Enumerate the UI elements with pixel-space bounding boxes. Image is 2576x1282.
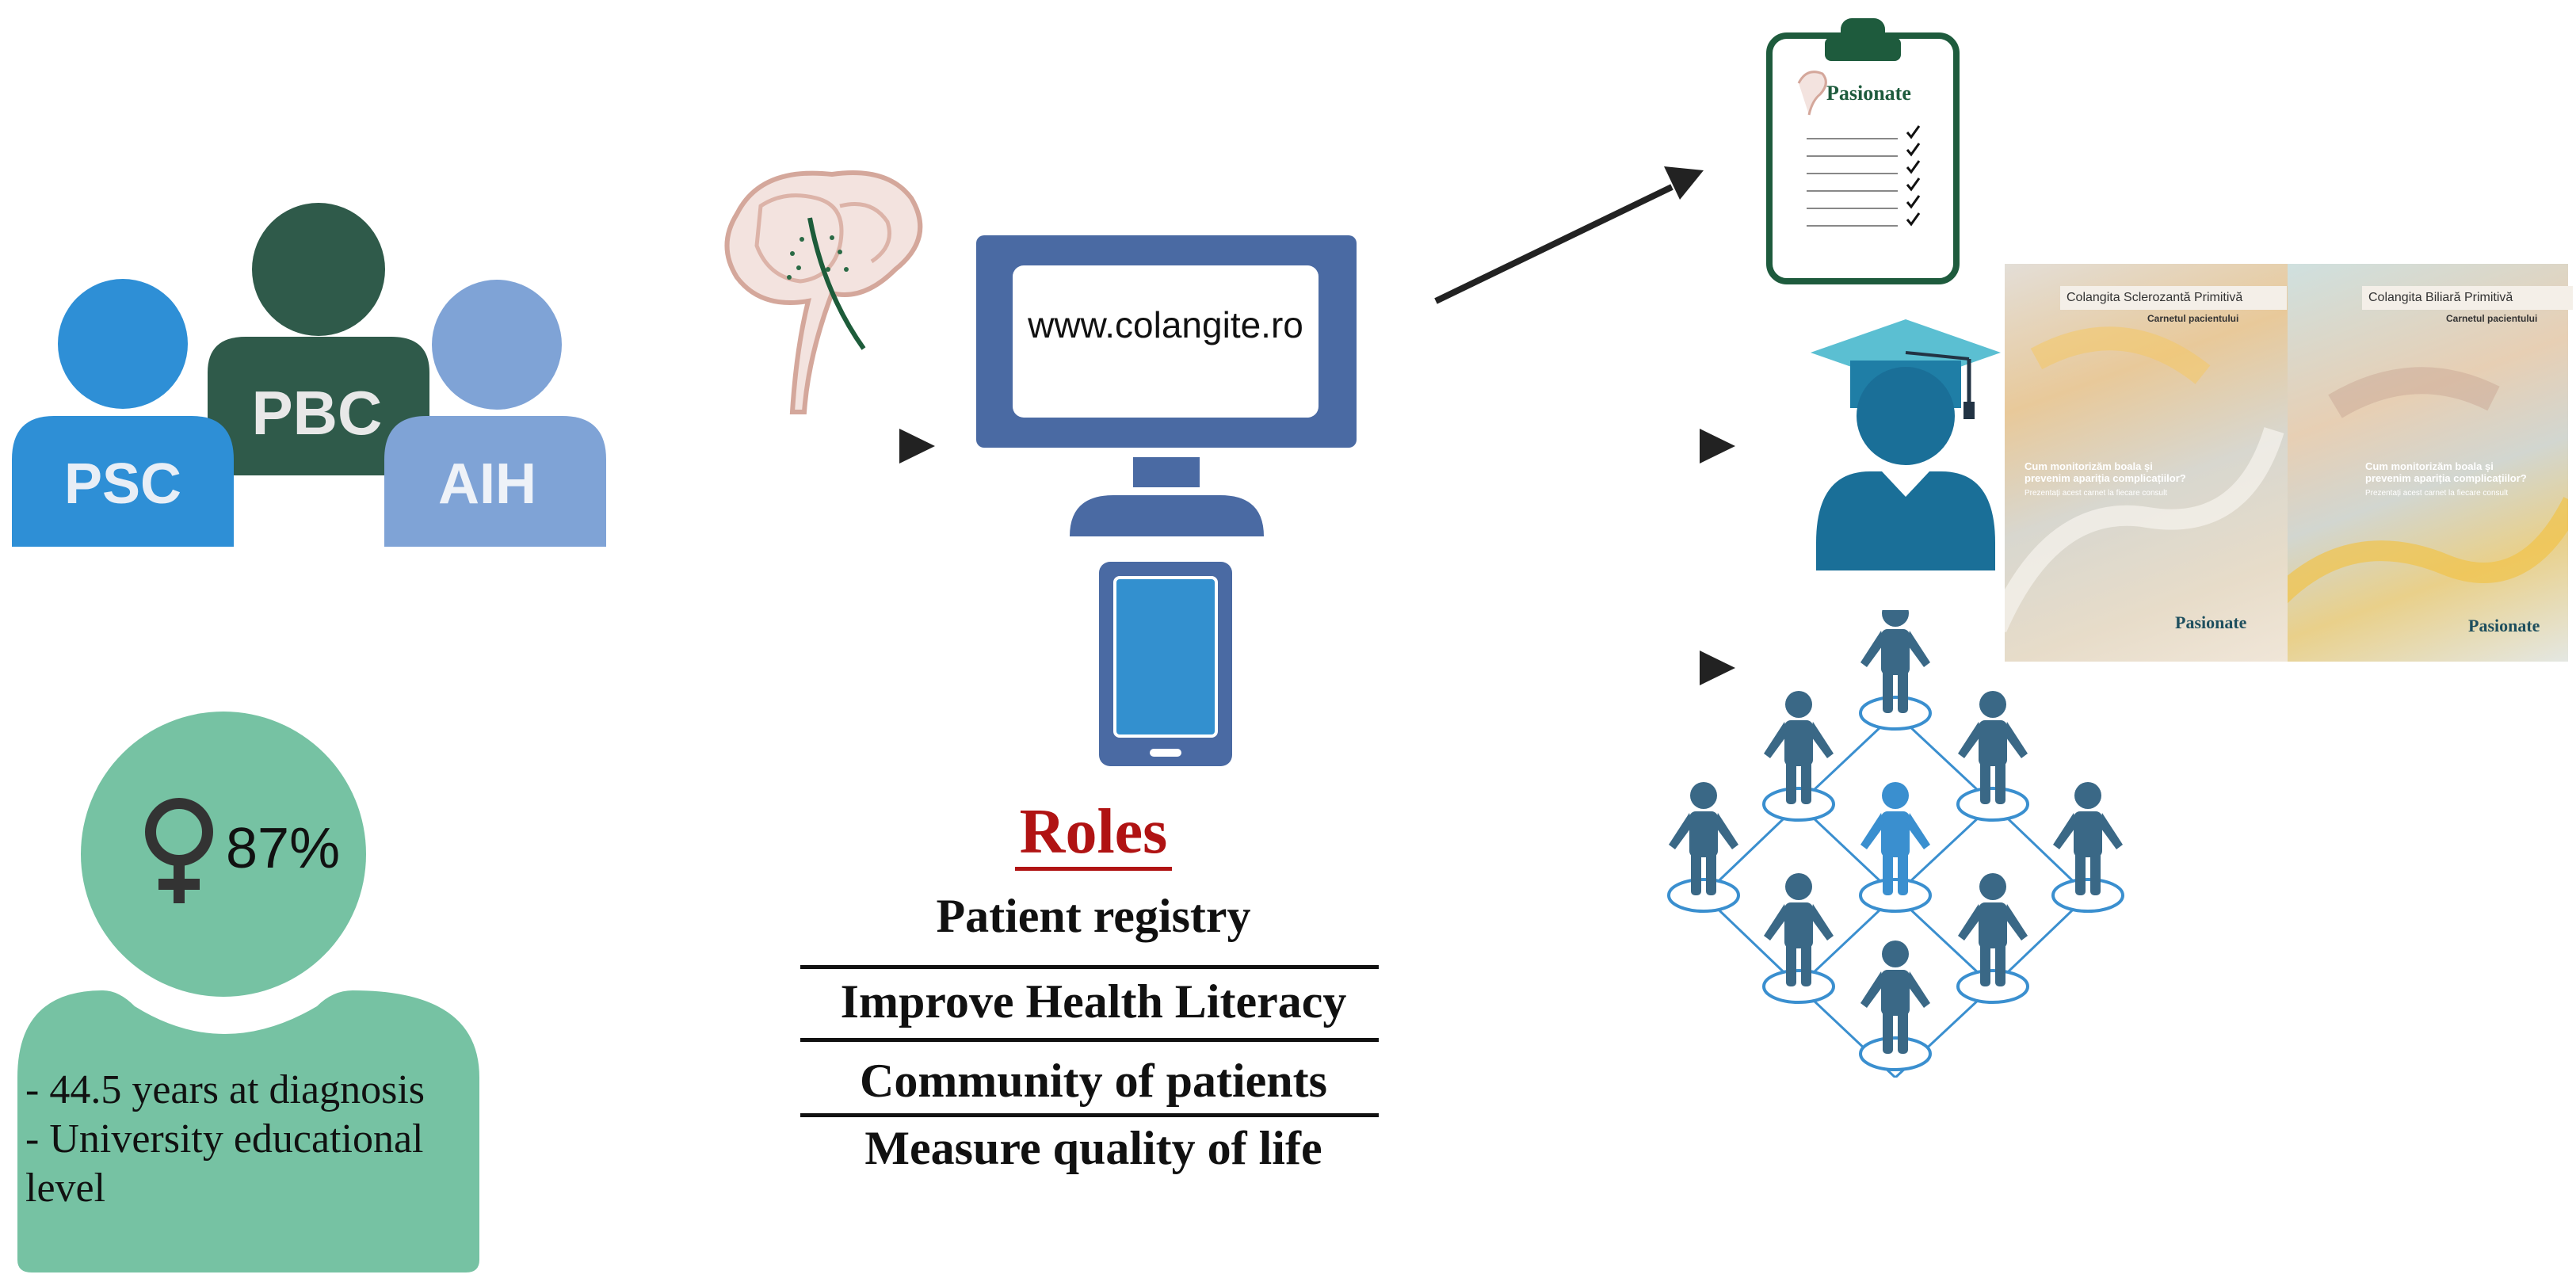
psc-label: PSC <box>63 452 182 516</box>
booklets-image: Colangita Sclerozantă Primitivă Carnetul… <box>2005 264 2573 662</box>
booklet-pbc-note: Prezentați acest carnet la fiecare consu… <box>2365 489 2509 498</box>
roles-divider <box>800 965 1379 969</box>
booklet-psc-swirl <box>2005 326 2284 633</box>
booklet-pbc-heading: Cum monitorizăm boala și prevenim apariț… <box>2365 460 2527 484</box>
check-icons <box>1906 125 1921 227</box>
booklet-pbc-swirl <box>2288 367 2568 604</box>
disease-groups-icon <box>12 203 606 547</box>
role-health-literacy: Improve Health Literacy <box>840 975 1347 1028</box>
graduate-icon <box>1811 319 2001 570</box>
roles-divider <box>800 1038 1379 1042</box>
booklet-psc-note: Prezentați acest carnet la fiecare consu… <box>2025 489 2168 498</box>
demographics-person-icon <box>17 712 479 1272</box>
arrow-to-community <box>1436 651 1735 685</box>
patient-network-icon <box>1667 610 2124 1078</box>
monitor-icon <box>976 235 1357 536</box>
booklet-pbc: Colangita Biliară Primitivă Carnetul pac… <box>2288 264 2573 662</box>
roles-divider <box>800 1113 1379 1117</box>
aih-label: AIH <box>438 452 536 516</box>
booklet-psc-subtitle: Carnetul pacientului <box>2147 313 2239 324</box>
female-symbol-icon <box>145 798 213 903</box>
network-rings <box>1667 696 2124 1071</box>
fact-education: - University educational <box>25 1116 424 1162</box>
roles-title: Roles <box>792 796 1395 871</box>
fact-education-cont: level <box>25 1166 106 1211</box>
booklet-pbc-subtitle: Carnetul pacientului <box>2446 313 2538 324</box>
arrow-to-education <box>1436 429 1735 464</box>
fact-age: - 44.5 years at diagnosis <box>25 1067 426 1112</box>
arrow-to-registry <box>1434 166 1704 304</box>
booklet-psc-heading: Cum monitorizăm boala și prevenim apariț… <box>2025 460 2186 484</box>
website-url[interactable]: www.colangite.ro <box>1028 304 1303 345</box>
pbc-label: PBC <box>251 378 383 448</box>
booklet-psc-title: Colangita Sclerozantă Primitivă <box>2060 286 2287 310</box>
role-patient-registry: Patient registry <box>936 890 1251 942</box>
liver-icon <box>724 170 923 414</box>
role-quality-of-life: Measure quality of life <box>864 1122 1322 1174</box>
aih-person-icon <box>384 280 606 547</box>
role-community: Community of patients <box>859 1055 1327 1107</box>
booklet-pbc-title: Colangita Biliară Primitivă <box>2362 286 2573 310</box>
checklist <box>1807 138 1898 227</box>
booklet-psc-brand: Pasionate <box>2175 612 2247 632</box>
clipboard-brand: Pasionate <box>1826 82 1911 105</box>
psc-person-icon <box>12 279 234 547</box>
pbc-person-icon <box>208 203 429 475</box>
female-percent: 87% <box>226 817 341 880</box>
arrow-groups-to-site <box>634 429 935 464</box>
tablet-icon <box>1099 562 1232 766</box>
demographics-facts: - 44.5 years at diagnosis - University e… <box>25 1066 469 1213</box>
clipboard-icon <box>1766 18 1960 284</box>
booklet-psc: Colangita Sclerozantă Primitivă Carnetul… <box>2005 264 2288 662</box>
booklet-pbc-brand: Pasionate <box>2468 616 2540 635</box>
